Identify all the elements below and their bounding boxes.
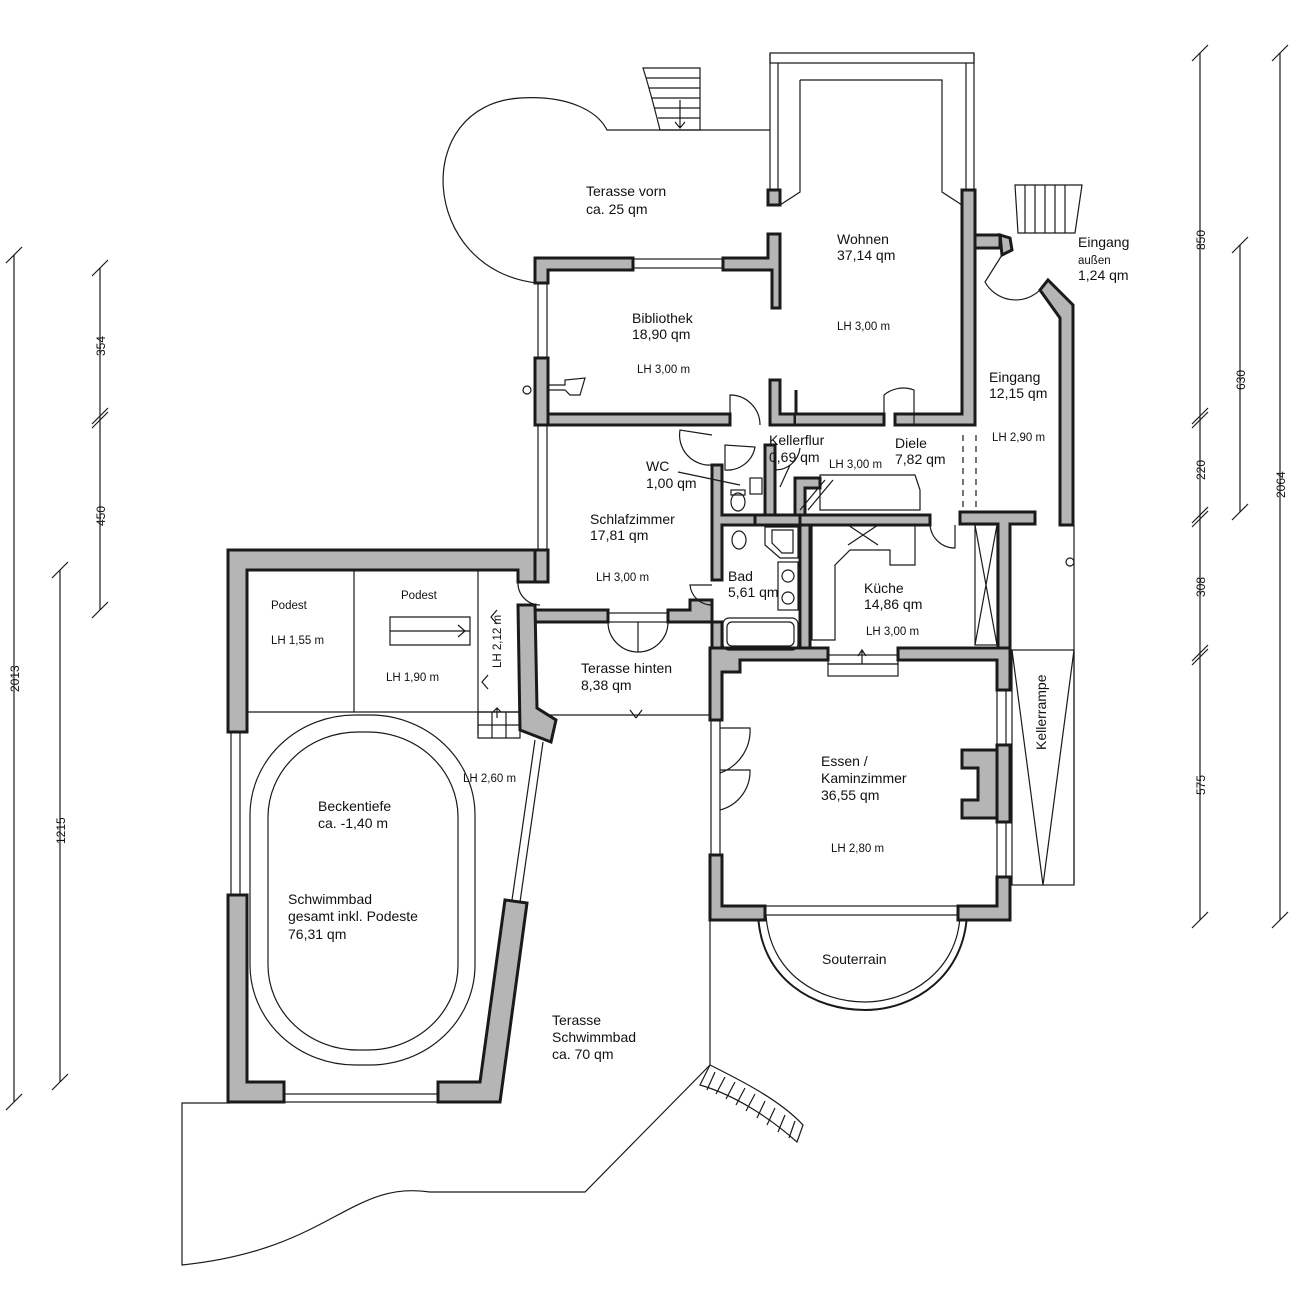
eingang-lh: LH 2,90 m <box>992 432 1045 444</box>
souterrain-name: Souterrain <box>822 951 887 967</box>
dim-left-mid: 1215 <box>54 817 68 844</box>
dim-right-inner: 630 <box>1234 370 1248 390</box>
eingang-aussen-name: Eingang <box>1078 234 1129 250</box>
essen-name: Essen / <box>821 753 868 769</box>
fixtures <box>247 377 998 1066</box>
wohnen-area: 37,14 qm <box>837 247 895 263</box>
dimension-lines <box>5 44 1289 1111</box>
doors <box>517 254 1041 811</box>
terasse-schwimmbad-name: Terasse <box>552 1012 601 1028</box>
podest2-name: Podest <box>401 590 438 602</box>
podest1-name: Podest <box>271 600 308 612</box>
eingang-area: 12,15 qm <box>989 385 1047 401</box>
schwimmbad-name2: gesamt inkl. Podeste <box>288 908 418 924</box>
bad-name: Bad <box>728 568 753 584</box>
wohnen-name: Wohnen <box>837 231 889 247</box>
wc-area: 1,00 qm <box>646 475 697 491</box>
windows <box>230 52 1072 1103</box>
beckentiefe-name: Beckentiefe <box>318 798 391 814</box>
kueche-area: 14,86 qm <box>864 596 922 612</box>
site-outlines <box>181 67 1083 1266</box>
dim-left-top: 354 <box>94 336 108 356</box>
kueche-name: Küche <box>864 580 904 596</box>
essen-lh: LH 2,80 m <box>831 843 884 855</box>
dim-left-low: 450 <box>94 506 108 526</box>
wohnen-lh: LH 3,00 m <box>837 321 890 333</box>
dimension-labels: 2013 1215 354 450 2064 850 220 308 575 6… <box>8 230 1288 844</box>
terasse-hinten-area: 8,38 qm <box>581 677 632 693</box>
podest2-lh: LH 1,90 m <box>386 672 439 684</box>
podest1-lh: LH 1,55 m <box>271 635 324 647</box>
schlafzimmer-area: 17,81 qm <box>590 527 648 543</box>
dim-right-outer: 2064 <box>1274 471 1288 498</box>
kellerflur-area: 0,69 qm <box>769 449 820 465</box>
kueche-lh: LH 3,00 m <box>866 626 919 638</box>
kellerrampe-name: Kellerrampe <box>1033 674 1049 750</box>
schlafzimmer-name: Schlafzimmer <box>590 511 675 527</box>
room-labels: Terasse vorn ca. 25 qm Wohnen 37,14 qm L… <box>271 183 1129 1062</box>
kellerflur-lh: LH 3,00 m <box>829 459 882 471</box>
essen-area: 36,55 qm <box>821 787 879 803</box>
dim-right-1: 850 <box>1194 230 1208 250</box>
terasse-hinten-name: Terasse hinten <box>581 660 672 676</box>
schwimmbad-name: Schwimmbad <box>288 891 372 907</box>
eingang-name: Eingang <box>989 369 1040 385</box>
diele-name: Diele <box>895 435 927 451</box>
schlafzimmer-lh: LH 3,00 m <box>596 572 649 584</box>
beckentiefe-depth: ca. -1,40 m <box>318 815 388 831</box>
dim-right-3: 308 <box>1194 577 1208 597</box>
dim-right-4: 575 <box>1194 775 1208 795</box>
wc-name: WC <box>646 458 669 474</box>
dim-outer-left: 2013 <box>8 665 22 692</box>
schwimmbad-area: 76,31 qm <box>288 926 346 942</box>
diele-area: 7,82 qm <box>895 451 946 467</box>
essen-name2: Kaminzimmer <box>821 770 907 786</box>
eingang-aussen-name2: außen <box>1078 255 1111 267</box>
terasse-vorn-area: ca. 25 qm <box>586 201 647 217</box>
bibliothek-lh: LH 3,00 m <box>637 364 690 376</box>
bibliothek-name: Bibliothek <box>632 310 694 326</box>
terasse-schwimmbad-name2: Schwimmbad <box>552 1029 636 1045</box>
kellerflur-name: Kellerflur <box>769 432 825 448</box>
terasse-schwimmbad-area: ca. 70 qm <box>552 1046 613 1062</box>
podest2-lh2: LH 2,12 m <box>492 615 504 668</box>
terasse-vorn-name: Terasse vorn <box>586 183 666 199</box>
bibliothek-area: 18,90 qm <box>632 326 690 342</box>
dim-right-2: 220 <box>1194 460 1208 480</box>
bad-area: 5,61 qm <box>728 584 779 600</box>
eingang-aussen-area: 1,24 qm <box>1078 267 1129 283</box>
pool-lh: LH 2,60 m <box>463 773 516 785</box>
